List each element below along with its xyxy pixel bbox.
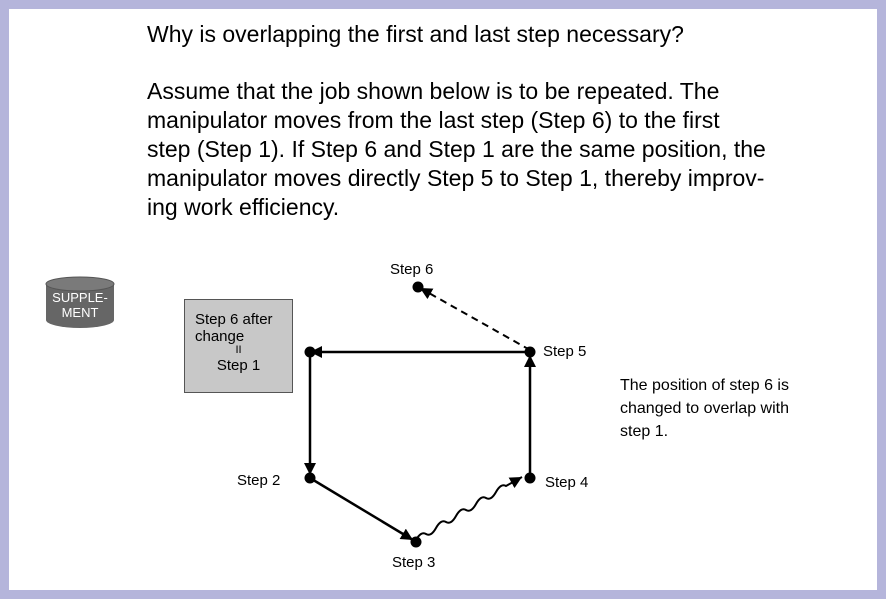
step6-change-box: Step 6 after change II Step 1	[184, 299, 293, 393]
question-text: Why is overlapping the first and last st…	[147, 21, 684, 47]
step4-label: Step 4	[545, 474, 588, 491]
supplement-label-line1: SUPPLE-	[52, 290, 108, 305]
overlap-note: The position of step 6 is changed to ove…	[620, 374, 860, 443]
answer-line: Assume that the job shown below is to be…	[147, 78, 720, 104]
answer-line: ing work efficiency.	[147, 194, 340, 220]
supplement-label: SUPPLE- MENT	[44, 290, 116, 320]
answer-line: step (Step 1). If Step 6 and Step 1 are …	[147, 136, 766, 162]
step5-point	[524, 346, 536, 358]
note-line: step 1.	[620, 423, 669, 440]
supplement-label-line2: MENT	[61, 305, 99, 320]
path-step2-to-step3	[309, 476, 414, 542]
note-line: The position of step 6 is	[620, 377, 789, 394]
path-step3-to-step4	[415, 476, 523, 541]
path-step5-to-step6	[419, 287, 531, 351]
step3-point	[410, 536, 422, 548]
step2-point	[304, 472, 316, 484]
note-line: changed to overlap with	[620, 400, 789, 417]
change-box-line4: Step 1	[216, 357, 261, 374]
change-box-line1: Step 6 after	[195, 311, 273, 328]
text-block: Why is overlapping the first and last st…	[147, 20, 882, 222]
step3-label: Step 3	[392, 554, 435, 571]
step6-point	[412, 281, 424, 293]
answer-text: Assume that the job shown below is to be…	[147, 77, 882, 222]
step1-point	[304, 346, 316, 358]
supplement-cylinder-icon	[45, 276, 115, 328]
step4-point	[524, 472, 536, 484]
answer-line: manipulator moves from the last step (St…	[147, 107, 720, 133]
step5-label: Step 5	[543, 343, 586, 360]
step6-label: Step 6	[390, 261, 433, 278]
supplement-badge: SUPPLE- MENT	[44, 276, 116, 330]
step2-label: Step 2	[237, 472, 280, 489]
answer-line: manipulator moves directly Step 5 to Ste…	[147, 165, 765, 191]
change-box-equals: II	[235, 344, 242, 356]
change-box-line2: change	[195, 328, 245, 345]
